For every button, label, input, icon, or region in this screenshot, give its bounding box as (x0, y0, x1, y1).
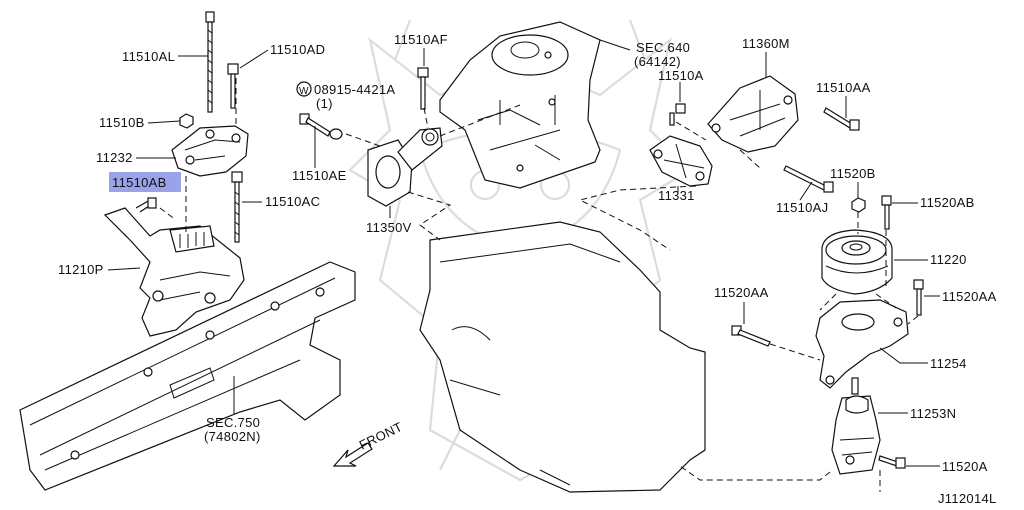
label-11331: 11331 (658, 188, 695, 203)
washer-08915 (329, 128, 343, 140)
front-arrow-icon (332, 442, 373, 467)
label-11254: 11254 (930, 356, 967, 371)
bolt-11510al (205, 11, 215, 113)
bolt-11510ae (299, 113, 331, 137)
dash-line (345, 133, 381, 147)
mount-11253n (831, 377, 881, 475)
side-member (19, 261, 356, 491)
bolt-11510ac (231, 171, 243, 243)
bolt-11520aa-right (913, 279, 924, 316)
label-11520aa-left: 11520AA (714, 285, 769, 300)
label-11520aa-right: 11520AA (942, 289, 997, 304)
dash-line (769, 343, 821, 361)
label-11510aa: 11510AA (816, 80, 871, 95)
label-11210p: 11210P (58, 262, 104, 277)
label-11220: 11220 (930, 252, 967, 267)
leader-line (107, 267, 141, 271)
dash-line (907, 315, 919, 325)
dash-line (439, 104, 521, 137)
label-11520a: 11520A (942, 459, 988, 474)
bolt-11520ab (881, 195, 892, 230)
bolt-11510ad (227, 63, 239, 109)
highlight-box-11510ab (109, 172, 181, 192)
bolt-11510a (669, 103, 686, 126)
label-11510b: 11510B (99, 115, 145, 130)
dash-line (679, 465, 831, 481)
bolt-11510af (417, 67, 429, 110)
label-11510ae: 11510AE (292, 168, 347, 183)
bolt-11520aa-left (731, 325, 771, 347)
nut-11510b (179, 113, 194, 129)
leader-line (879, 347, 928, 364)
label-sec640-code: (64142) (634, 54, 681, 69)
bolt-11520a (878, 455, 906, 469)
dash-line (675, 121, 707, 141)
label-11510ab: 11510AB (112, 175, 167, 190)
engine-block (419, 221, 706, 493)
washer-mark-icon (296, 81, 312, 97)
label-sec750-code: (74802N) (204, 429, 261, 444)
bolt-11510ab (135, 197, 157, 213)
bracket-11360m (707, 75, 799, 153)
torque-rod-11350v (367, 127, 443, 207)
label-11510aj: 11510AJ (776, 200, 828, 215)
engine-mount-11210p (103, 207, 245, 337)
bracket-11331 (649, 135, 713, 187)
label-11510ad: 11510AD (270, 42, 325, 57)
label-11510al: 11510AL (122, 49, 175, 64)
bolt-11510aj (783, 165, 834, 193)
label-11232: 11232 (96, 150, 133, 165)
bolt-11510aa (823, 107, 860, 131)
mount-11220 (821, 229, 893, 295)
label-11350v: 11350V (366, 220, 412, 235)
label-11510a: 11510A (658, 68, 704, 83)
leader-line (599, 39, 631, 51)
label-w-mark: W (299, 86, 309, 97)
label-08915-qty: (1) (316, 96, 333, 111)
diagram-code: J112014L (938, 491, 997, 506)
dash-line (407, 191, 452, 241)
leader-line (239, 49, 269, 69)
label-11520b: 11520B (830, 166, 876, 181)
label-11360m: 11360M (742, 36, 790, 51)
dash-line (423, 107, 429, 129)
bracket-11232 (171, 125, 249, 177)
label-11510ac: 11510AC (265, 194, 320, 209)
leader-line (147, 120, 181, 124)
label-08915: 08915-4421A (314, 82, 395, 97)
nut-11520b (851, 197, 866, 213)
label-front: FRONT (357, 419, 405, 453)
dash-line (819, 293, 897, 311)
dash-line (739, 149, 761, 169)
label-11253n: 11253N (910, 406, 956, 421)
leader-line (799, 181, 813, 201)
label-11520ab: 11520AB (920, 195, 975, 210)
label-11510af: 11510AF (394, 32, 448, 47)
label-sec640: SEC.640 (636, 40, 690, 55)
bracket-11254 (815, 299, 909, 389)
dash-line (159, 207, 177, 221)
label-sec750: SEC.750 (206, 415, 260, 430)
dash-line (578, 185, 697, 251)
